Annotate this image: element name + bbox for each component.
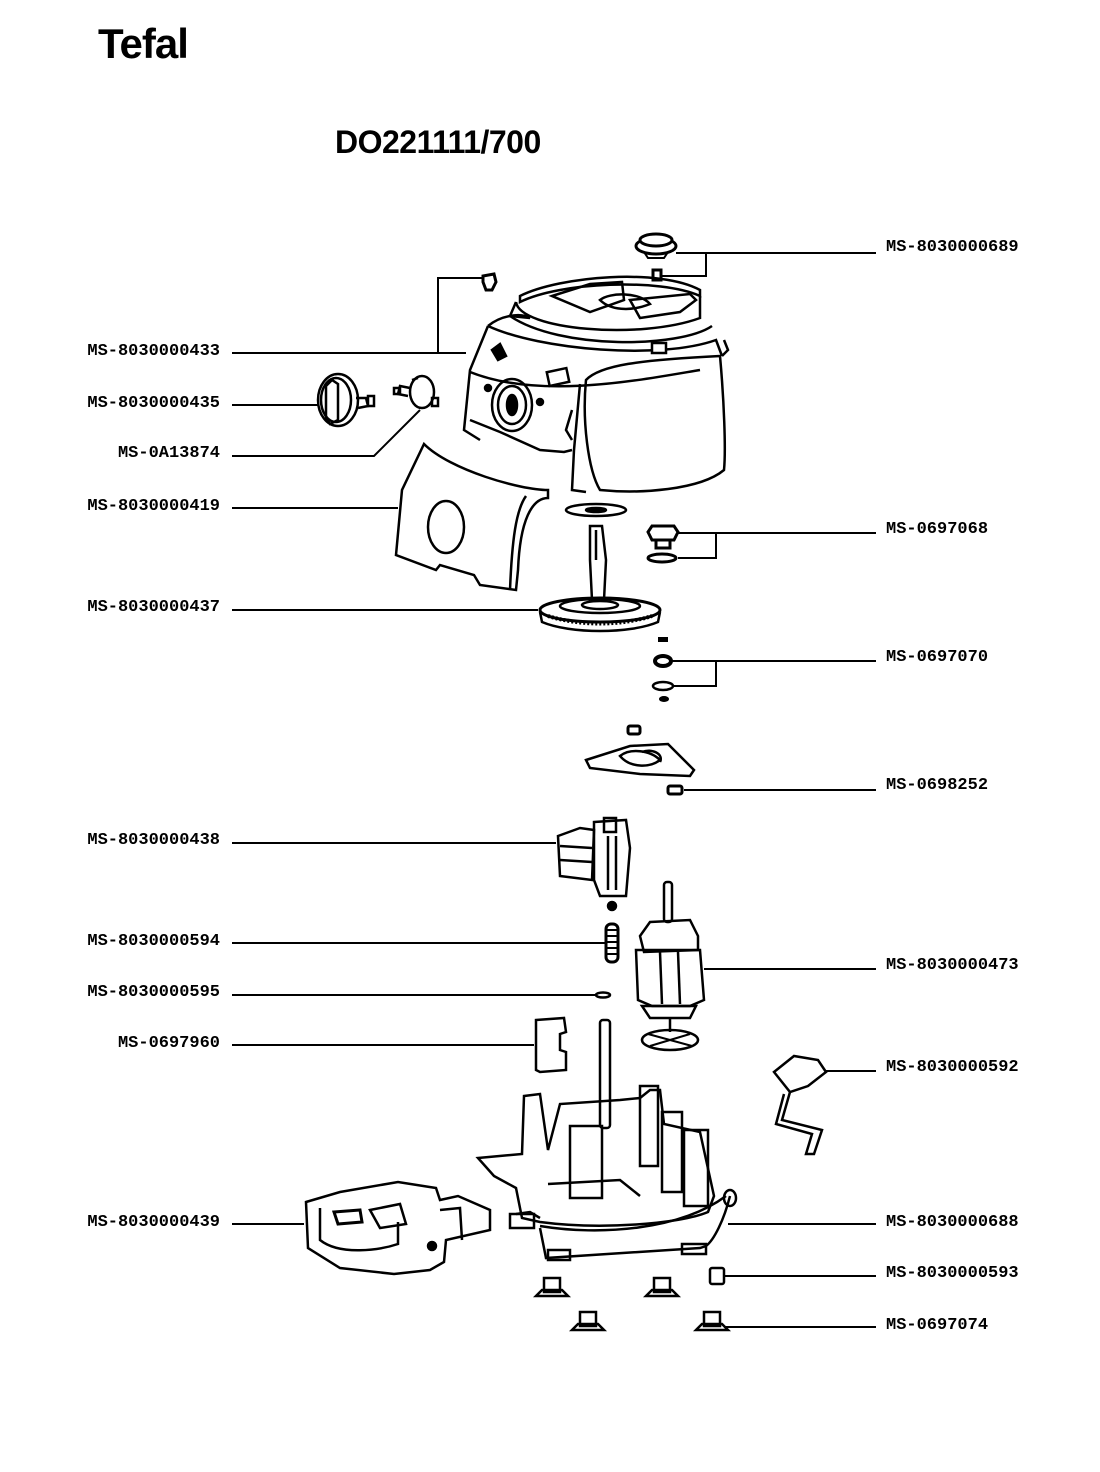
part-label-8030000437[interactable]: MS-8030000437 xyxy=(87,598,220,617)
part-label-8030000433[interactable]: MS-8030000433 xyxy=(87,342,220,361)
foot-2 xyxy=(642,1276,682,1298)
clip-drawing xyxy=(481,272,498,292)
base-chassis-drawing xyxy=(475,1018,738,1262)
switch-knob-drawing xyxy=(392,374,440,410)
bracket-plate-drawing xyxy=(534,1016,568,1074)
foot-4 xyxy=(692,1310,732,1332)
washer-drawing xyxy=(564,502,628,518)
part-label-0697070[interactable]: MS-0697070 xyxy=(886,648,989,667)
part-label-8030000438[interactable]: MS-8030000438 xyxy=(87,831,220,850)
part-label-8030000435[interactable]: MS-8030000435 xyxy=(87,394,220,413)
leader-8030000689-branch xyxy=(660,253,707,277)
model-number: DO221111/700 xyxy=(335,124,541,160)
coupling-bush-drawing xyxy=(646,524,680,564)
feet-drawing xyxy=(532,1266,732,1332)
motor-drawing xyxy=(634,880,706,1052)
part-label-0a13874[interactable]: MS-0A13874 xyxy=(117,444,220,463)
rear-cover-drawing xyxy=(304,1180,492,1276)
motor-mount-plate-drawing xyxy=(584,724,696,796)
pulley-spindle-drawing xyxy=(538,524,662,633)
part-label-0697960[interactable]: MS-0697960 xyxy=(117,1034,220,1053)
part-label-8030000688[interactable]: MS-8030000688 xyxy=(886,1213,1019,1232)
part-label-8030000595[interactable]: MS-8030000595 xyxy=(87,983,220,1002)
spring-drawing xyxy=(604,922,620,964)
leader-0697068-branch xyxy=(678,533,717,559)
part-label-0697068[interactable]: MS-0697068 xyxy=(886,520,989,539)
cord-clamp-drawing xyxy=(772,1054,828,1156)
part-label-8030000592[interactable]: MS-8030000592 xyxy=(886,1058,1019,1077)
foot-3 xyxy=(568,1310,608,1332)
part-label-8030000439[interactable]: MS-8030000439 xyxy=(87,1213,220,1232)
front-cover-drawing xyxy=(394,441,550,592)
washer-set-drawing xyxy=(651,637,675,702)
pin-drawing xyxy=(594,991,612,999)
part-label-8030000689[interactable]: MS-8030000689 xyxy=(886,238,1019,257)
leader-8030000433-branch xyxy=(437,277,484,353)
leader-0a13874 xyxy=(232,409,421,457)
speed-knob-drawing xyxy=(316,372,376,428)
leader-lines xyxy=(232,252,876,1328)
part-label-0697074[interactable]: MS-0697074 xyxy=(886,1316,989,1335)
brand-logo: Tefal xyxy=(98,20,189,67)
leader-0697070-branch xyxy=(672,661,717,687)
coupling-cap-drawing xyxy=(634,232,678,282)
part-label-8030000594[interactable]: MS-8030000594 xyxy=(87,932,220,951)
foot-1 xyxy=(532,1276,572,1298)
part-label-0698252[interactable]: MS-0698252 xyxy=(886,776,989,795)
foot-cap xyxy=(708,1266,726,1286)
part-label-8030000419[interactable]: MS-8030000419 xyxy=(87,497,220,516)
part-label-8030000593[interactable]: MS-8030000593 xyxy=(886,1264,1019,1283)
switch-block-drawing xyxy=(556,816,632,912)
housing-top-drawing xyxy=(462,275,730,494)
part-label-8030000473[interactable]: MS-8030000473 xyxy=(886,956,1019,975)
